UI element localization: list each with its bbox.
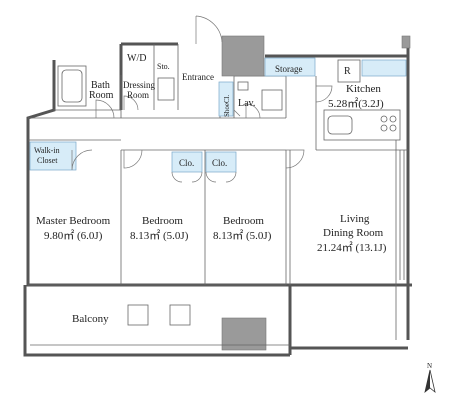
- doors: [71, 15, 333, 183]
- label-walkin-2: Closet: [37, 156, 58, 165]
- label-master-area: 9.80㎡ (6.0J): [44, 229, 103, 242]
- label-living-area: 21.24㎡ (13.1J): [317, 241, 387, 254]
- label-storage: Storage: [275, 64, 303, 74]
- fixtures: [57, 59, 401, 326]
- label-living-2: Dining Room: [323, 227, 384, 239]
- label-bed2-name: Bedroom: [223, 215, 264, 227]
- label-dressing-1: Dressing: [123, 80, 155, 90]
- label-sto: Sto.: [157, 62, 170, 71]
- label-clo-1: Clo.: [179, 158, 194, 168]
- label-bath-2: Room: [89, 90, 114, 101]
- north-arrow: N: [424, 362, 436, 394]
- north-arrow-icon: [424, 369, 436, 394]
- label-living-1: Living: [340, 213, 370, 225]
- label-clo-2: Clo.: [212, 158, 227, 168]
- label-bed1-name: Bedroom: [142, 215, 183, 227]
- label-wd: W/D: [127, 53, 146, 64]
- label-kitchen-area: 5.28㎡(3.2J): [328, 97, 384, 110]
- label-walkin-1: Walk-in: [34, 146, 60, 155]
- north-label: N: [427, 362, 432, 370]
- label-bath-1: Bath: [91, 80, 110, 91]
- label-refrigerator: R: [344, 66, 351, 77]
- label-entrance: Entrance: [182, 72, 214, 82]
- label-kitchen-name: Kitchen: [346, 83, 381, 95]
- label-dressing-2: Room: [127, 90, 149, 100]
- label-bed1-area: 8.13㎡ (5.0J): [130, 229, 189, 242]
- label-master-name: Master Bedroom: [36, 215, 111, 227]
- label-bed2-area: 8.13㎡ (5.0J): [213, 229, 272, 242]
- label-shoecl: ShoeCl.: [223, 94, 231, 117]
- room-labels: W/D Sto. Bath Room Dressing Room Entranc…: [34, 53, 387, 325]
- label-balcony: Balcony: [72, 313, 109, 325]
- label-lav: Lav.: [238, 98, 255, 109]
- windows: [30, 150, 405, 346]
- storage-areas: [29, 57, 407, 173]
